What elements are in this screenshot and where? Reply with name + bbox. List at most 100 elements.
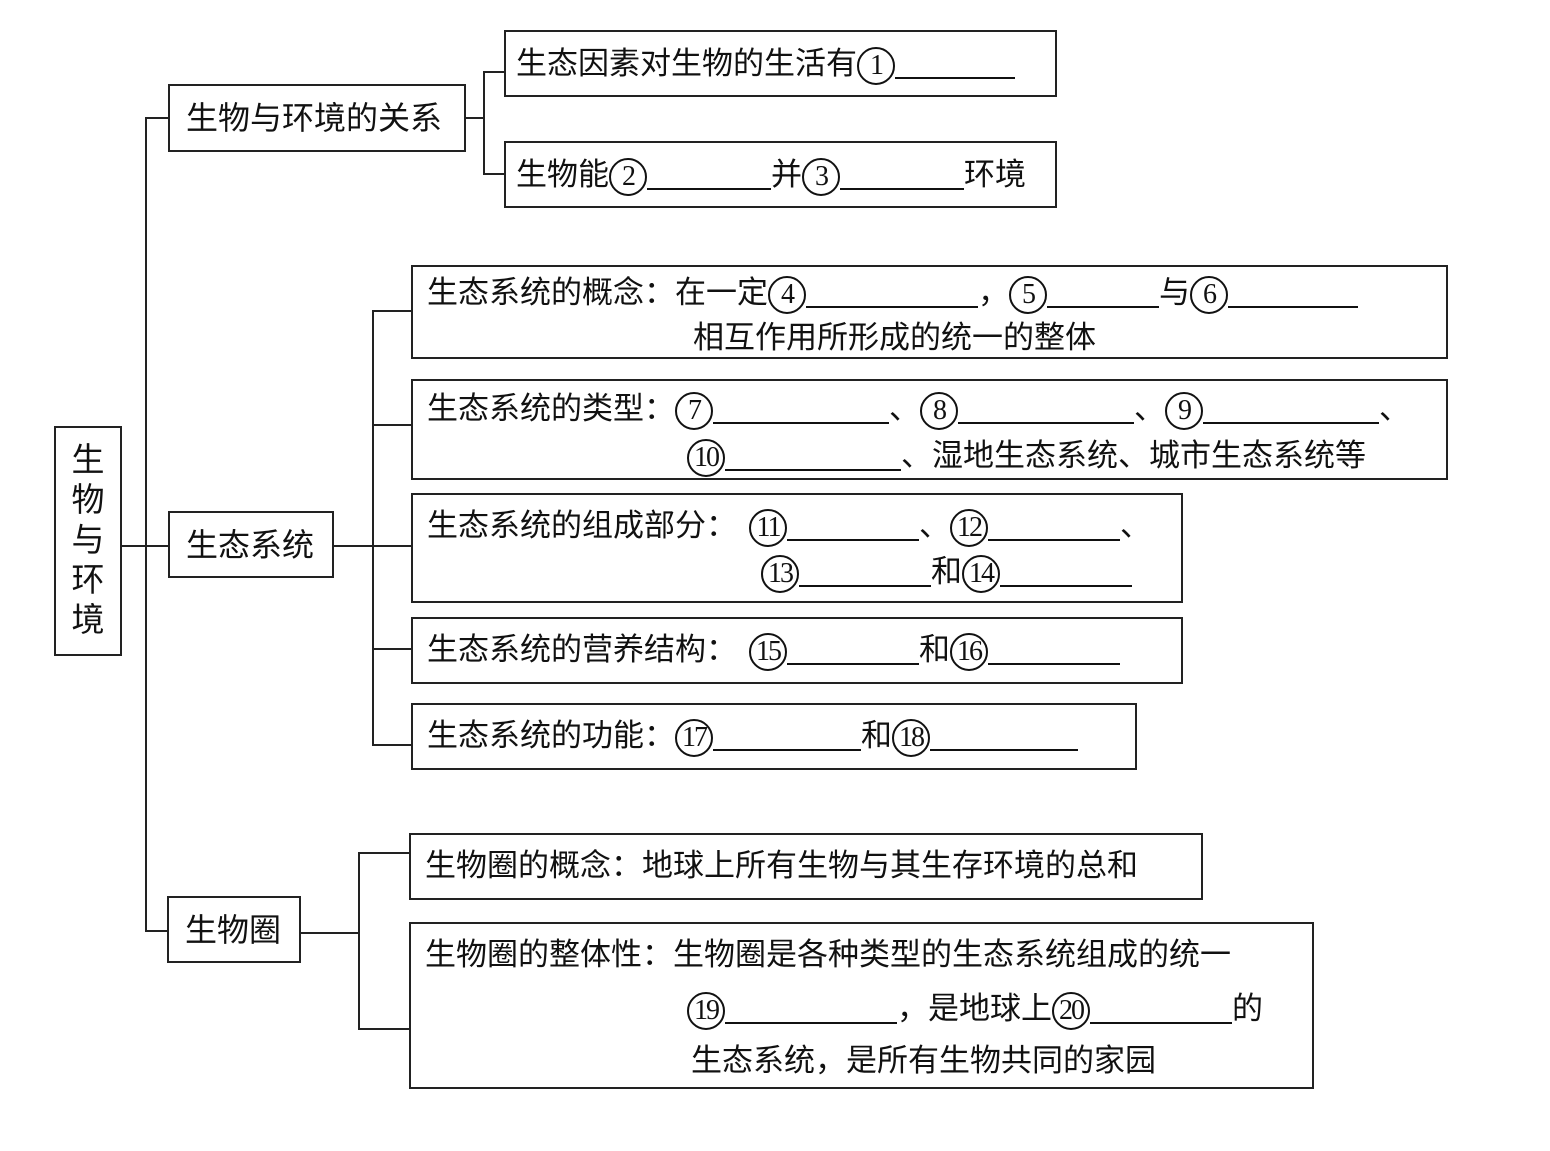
answer-blank-18[interactable]: [930, 719, 1078, 751]
blank-number-15: 15: [749, 632, 787, 671]
connector: [145, 930, 169, 932]
item-text: 生态系统的组成部分：11、12、: [427, 503, 1151, 549]
answer-blank-13[interactable]: [799, 555, 931, 587]
item-text-line2: 相互作用所形成的统一的整体: [693, 320, 1096, 356]
text: 和: [919, 632, 950, 668]
text: 、: [1120, 508, 1151, 544]
answer-blank-6[interactable]: [1228, 276, 1358, 308]
item-text: 生物圈的概念：地球上所有生物与其生存环境的总和: [425, 848, 1138, 884]
answer-blank-17[interactable]: [713, 719, 861, 751]
answer-blank-4[interactable]: [806, 276, 978, 308]
answer-blank-1[interactable]: [895, 47, 1015, 79]
text: 、: [889, 391, 920, 427]
blank-number-5: 5: [1009, 275, 1047, 314]
answer-blank-19[interactable]: [725, 992, 897, 1024]
answer-blank-9[interactable]: [1203, 392, 1379, 424]
blank-number-8: 8: [920, 391, 958, 430]
answer-blank-5[interactable]: [1047, 276, 1159, 308]
connector: [372, 310, 412, 312]
connector: [483, 71, 505, 73]
text: 并: [771, 157, 802, 193]
connector: [466, 117, 484, 119]
blank-number-1: 1: [857, 46, 895, 85]
text: ，: [978, 275, 1009, 311]
blank-number-7: 7: [675, 391, 713, 430]
branch-label: 生物圈: [185, 911, 282, 949]
blank-number-12: 12: [950, 508, 988, 547]
root-node: 生 物 与 环 境: [54, 426, 122, 656]
root-char: 与: [71, 520, 105, 559]
item-biosphere-concept: 生物圈的概念：地球上所有生物与其生存环境的总和: [409, 833, 1203, 900]
answer-blank-10[interactable]: [725, 439, 901, 471]
connector: [145, 117, 170, 119]
answer-blank-8[interactable]: [958, 392, 1134, 424]
answer-blank-20[interactable]: [1090, 992, 1232, 1024]
item-text: 生态系统的类型：7、8、9、: [427, 386, 1410, 432]
blank-number-4: 4: [768, 275, 806, 314]
answer-blank-11[interactable]: [787, 509, 919, 541]
answer-blank-16[interactable]: [988, 633, 1120, 665]
text: 与: [1159, 275, 1190, 311]
text: ，是地球上: [897, 991, 1052, 1027]
item-text-prefix: 生态因素对生物的生活有: [516, 46, 857, 82]
blank-number-9: 9: [1165, 391, 1203, 430]
text: 生态系统的概念：在一定: [427, 275, 768, 311]
item-text-line2: 10、湿地生态系统、城市生态系统等: [687, 433, 1366, 479]
connector: [145, 117, 147, 932]
item-text-line3: 生态系统，是所有生物共同的家园: [691, 1043, 1156, 1079]
connector: [483, 173, 505, 175]
item-ecosystem-types: 生态系统的类型：7、8、9、 10、湿地生态系统、城市生态系统等: [411, 379, 1448, 480]
text: 生态系统的类型：: [427, 391, 675, 427]
connector: [358, 852, 360, 1030]
connector: [483, 71, 485, 175]
connector: [372, 648, 412, 650]
blank-number-16: 16: [950, 632, 988, 671]
text: 、: [919, 508, 950, 544]
branch-relation: 生物与环境的关系: [168, 84, 466, 152]
root-char: 境: [71, 600, 105, 639]
answer-blank-7[interactable]: [713, 392, 889, 424]
text: 生态系统的营养结构：: [427, 632, 737, 668]
branch-label: 生物与环境的关系: [186, 99, 443, 137]
root-char: 生: [71, 440, 105, 479]
blank-number-17: 17: [675, 718, 713, 757]
blank-number-18: 18: [892, 718, 930, 757]
root-char: 物: [71, 480, 105, 519]
connector: [372, 310, 374, 746]
connector: [358, 852, 410, 854]
blank-number-2: 2: [609, 157, 647, 196]
answer-blank-2[interactable]: [647, 158, 771, 190]
text: 生态系统的组成部分：: [427, 508, 737, 544]
answer-blank-12[interactable]: [988, 509, 1120, 541]
blank-number-3: 3: [802, 157, 840, 196]
text: 和: [861, 718, 892, 754]
root-label: 生 物 与 环 境: [58, 440, 118, 640]
text: 、湿地生态系统、城市生态系统等: [901, 438, 1366, 474]
text: 生态系统的功能：: [427, 718, 675, 754]
root-char: 环: [71, 560, 105, 599]
connector: [372, 744, 412, 746]
blank-number-6: 6: [1190, 275, 1228, 314]
answer-blank-15[interactable]: [787, 633, 919, 665]
branch-biosphere: 生物圈: [167, 896, 301, 963]
text: 和: [931, 554, 962, 590]
connector: [358, 1028, 410, 1030]
branch-ecosystem: 生态系统: [168, 511, 334, 578]
text: 的: [1232, 991, 1263, 1027]
blank-number-11: 11: [749, 508, 787, 547]
answer-blank-3[interactable]: [840, 158, 964, 190]
text: 、: [1134, 391, 1165, 427]
answer-blank-14[interactable]: [1000, 555, 1132, 587]
